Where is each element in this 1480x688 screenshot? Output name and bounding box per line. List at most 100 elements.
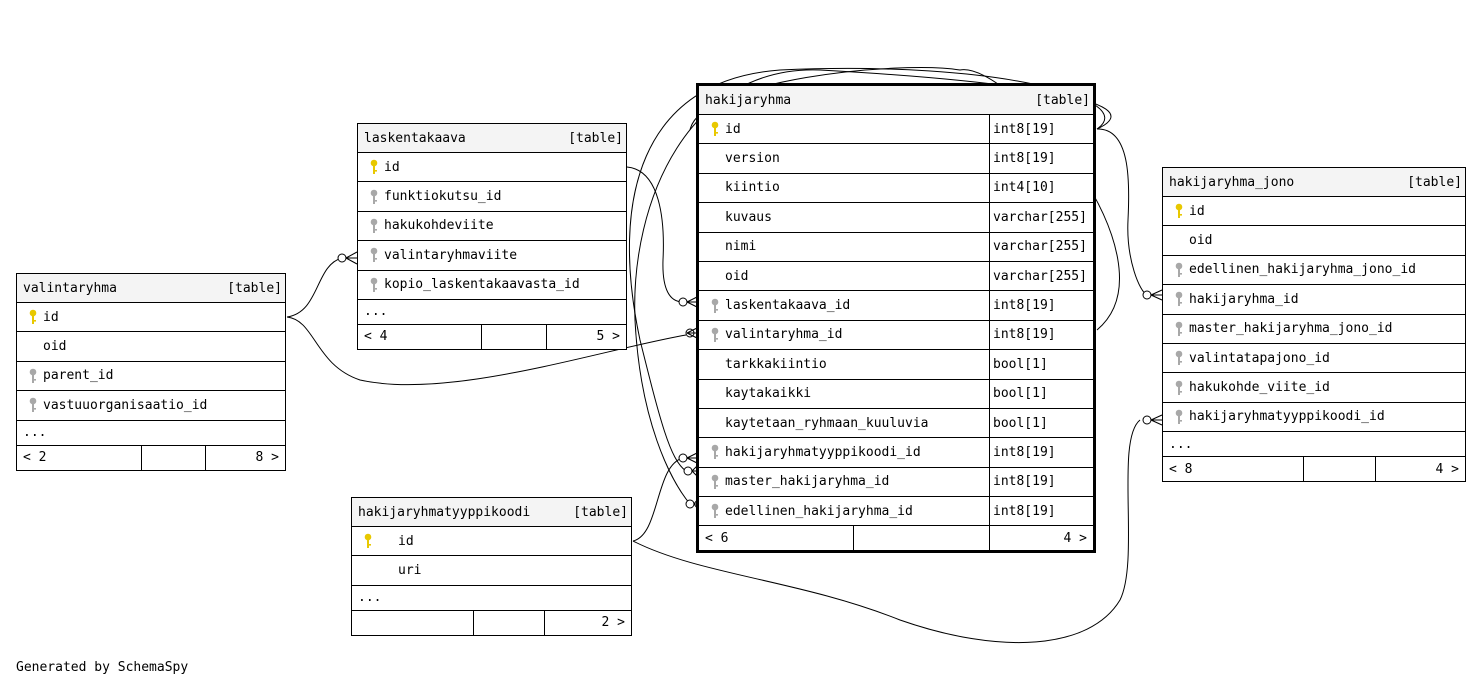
table-kind: [table] bbox=[573, 504, 628, 520]
foreign-key-icon bbox=[23, 397, 43, 413]
column-name: hakukohdeviite bbox=[384, 218, 494, 234]
children-count[interactable]: 4 > bbox=[1375, 457, 1465, 482]
column-name: vastuuorganisaatio_id bbox=[43, 397, 208, 413]
column-row[interactable]: uri bbox=[352, 556, 631, 586]
parents-count[interactable]: < 4 bbox=[358, 324, 482, 349]
edge-end-circle bbox=[1142, 290, 1152, 300]
column-row[interactable]: id bbox=[17, 303, 285, 333]
primary-key-icon bbox=[1175, 203, 1183, 219]
column-row[interactable]: kopio_laskentakaavasta_id bbox=[358, 271, 626, 300]
table-header: hakijaryhma_jono [table] bbox=[1163, 168, 1465, 197]
column-row[interactable]: vastuuorganisaatio_id bbox=[17, 391, 285, 421]
foreign-key-icon bbox=[364, 247, 384, 263]
column-row[interactable]: oid bbox=[17, 332, 285, 362]
column-name: nimi bbox=[725, 239, 757, 255]
column-row[interactable]: master_hakijaryhma_jono_id bbox=[1163, 315, 1465, 344]
children-count[interactable]: 8 > bbox=[205, 445, 285, 470]
column-name-cell: nimi bbox=[699, 233, 989, 261]
column-name-cell: id bbox=[1163, 197, 1465, 225]
primary-key-icon bbox=[358, 533, 378, 549]
column-name: oid bbox=[43, 339, 67, 355]
column-name-cell: valintaryhmaviite bbox=[358, 241, 626, 269]
column-row[interactable]: hakukohdeviite bbox=[358, 212, 626, 242]
edge-end-circle bbox=[337, 253, 347, 263]
column-row[interactable]: valintaryhmaviite bbox=[358, 241, 626, 271]
foreign-key-icon bbox=[705, 474, 725, 490]
more-columns: ... bbox=[17, 421, 285, 446]
more-columns: ... bbox=[358, 300, 626, 325]
foreign-key-icon bbox=[711, 503, 719, 519]
column-name: oid bbox=[725, 268, 749, 284]
foreign-key-icon bbox=[1175, 409, 1183, 424]
column-type: varchar[255] bbox=[989, 232, 1093, 261]
crowfoot bbox=[1150, 414, 1163, 426]
children-count[interactable]: 4 > bbox=[989, 526, 1093, 551]
parents-count[interactable] bbox=[352, 610, 474, 635]
children-count[interactable]: 2 > bbox=[601, 615, 625, 631]
column-name-cell: laskentakaava_id bbox=[699, 291, 989, 319]
table-header: hakijaryhma [table] bbox=[699, 86, 1093, 115]
column-row[interactable]: funktiokutsu_id bbox=[358, 182, 626, 212]
column-name-cell: oid bbox=[699, 262, 989, 290]
column-row[interactable]: hakukohde_viite_id bbox=[1163, 373, 1465, 403]
foreign-key-icon bbox=[711, 327, 719, 342]
foreign-key-icon bbox=[705, 503, 725, 519]
column-name-cell: id bbox=[358, 153, 626, 181]
edge-valintaryhma-laskentakaava bbox=[286, 257, 343, 318]
edge-valintaryhma-hakijaryhma bbox=[286, 316, 687, 386]
foreign-key-icon bbox=[1169, 291, 1189, 307]
foreign-key-icon bbox=[1169, 380, 1189, 396]
column-name: kaytakaikki bbox=[725, 386, 812, 402]
column-name-cell: master_hakijaryhma_jono_id bbox=[1163, 315, 1465, 343]
column-row[interactable]: id bbox=[1163, 197, 1465, 227]
column-row[interactable]: hakijaryhma_id bbox=[1163, 285, 1465, 315]
edge-end-circle bbox=[678, 453, 688, 463]
column-name: id bbox=[43, 309, 59, 325]
column-row[interactable]: edellinen_hakijaryhma_jono_id bbox=[1163, 256, 1465, 286]
column-name-cell: uri bbox=[352, 556, 631, 584]
column-row[interactable]: parent_id bbox=[17, 362, 285, 392]
column-row[interactable]: oid bbox=[1163, 226, 1465, 256]
generated-by-label: Generated by SchemaSpy bbox=[16, 660, 189, 675]
column-row[interactable]: id bbox=[358, 153, 626, 183]
foreign-key-icon bbox=[1169, 321, 1189, 337]
edge-tyyppikoodi-hakijaryhma bbox=[632, 457, 684, 542]
column-row[interactable]: hakijaryhmatyyppikoodi_id bbox=[1163, 403, 1465, 433]
foreign-key-icon bbox=[1175, 321, 1183, 336]
column-name-cell: oid bbox=[1163, 226, 1465, 254]
column-row[interactable]: valintatapajono_id bbox=[1163, 344, 1465, 374]
crowfoot bbox=[345, 251, 358, 265]
column-name: hakijaryhmatyyppikoodi_id bbox=[1189, 409, 1385, 425]
children-count[interactable]: 5 > bbox=[546, 324, 626, 349]
parents-count[interactable]: < 8 bbox=[1163, 457, 1304, 482]
parents-count[interactable]: < 2 bbox=[17, 445, 142, 470]
table-kind: [table] bbox=[568, 130, 623, 146]
column-row[interactable]: nimi varchar[255] bbox=[699, 232, 1093, 262]
column-row[interactable]: id bbox=[352, 527, 631, 557]
column-type: int8[19] bbox=[989, 115, 1093, 144]
column-type: int8[19] bbox=[989, 438, 1093, 467]
parents-count[interactable]: < 6 bbox=[699, 526, 854, 551]
edge-end-circle bbox=[685, 499, 695, 509]
foreign-key-icon bbox=[23, 368, 43, 384]
column-name-cell: kopio_laskentakaavasta_id bbox=[358, 271, 626, 299]
foreign-key-icon bbox=[711, 445, 719, 460]
